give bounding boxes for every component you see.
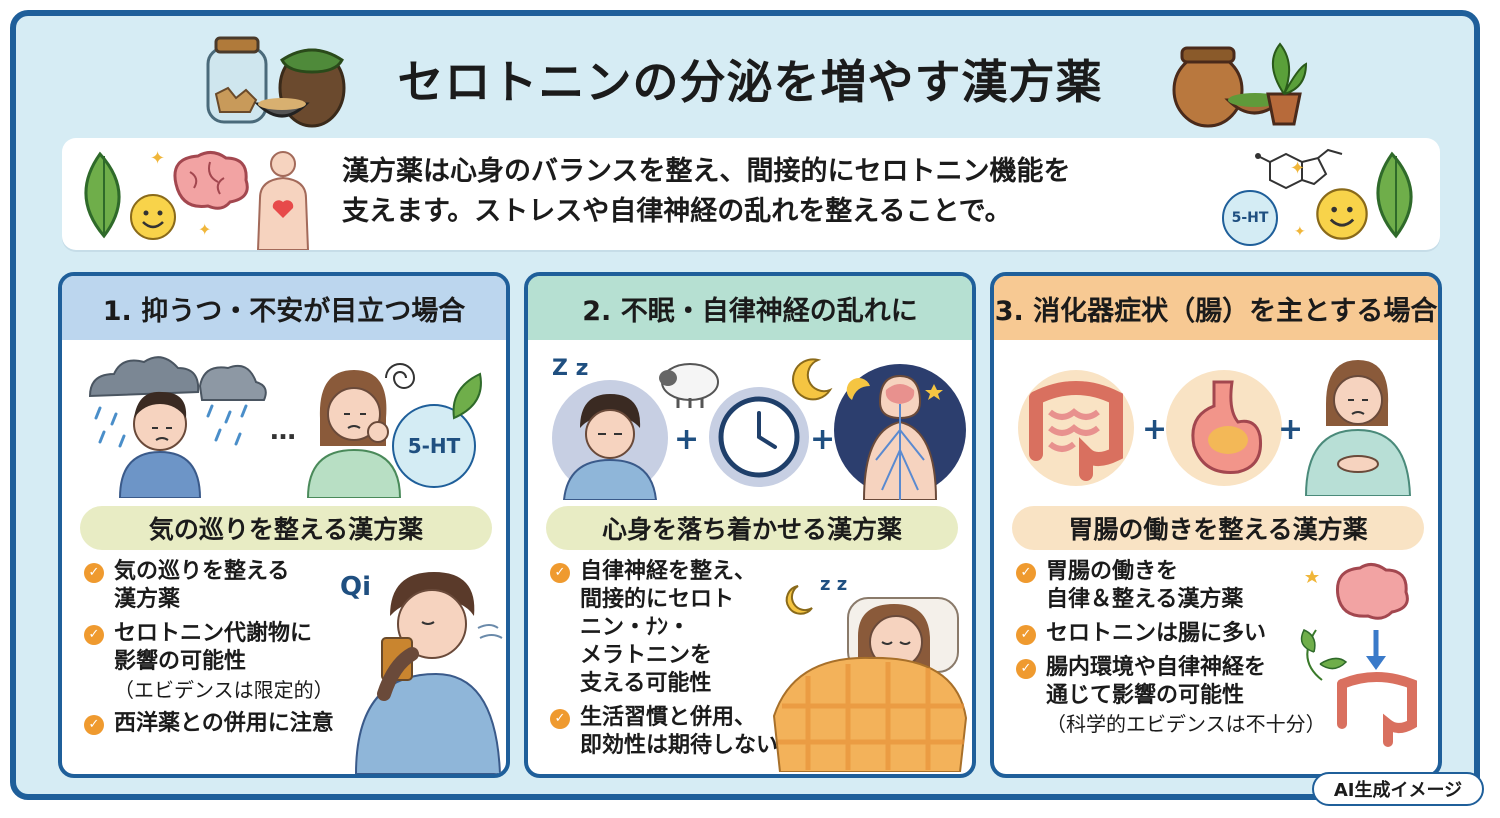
check-icon: ✓ xyxy=(1016,625,1036,645)
check-icon: ✓ xyxy=(1016,659,1036,679)
panel-depression-anxiety: 1. 抑うつ・不安が目立つ場合 … 5-HT 気の巡りを整える漢方薬 ✓ 気の巡… xyxy=(58,272,510,778)
intestine-icon xyxy=(1018,370,1134,486)
worried-woman-illustration xyxy=(306,370,402,498)
serotonin-5ht-bubble: 5-HT xyxy=(392,404,476,488)
bullet-item: ✓ 胃腸の働きを 自律＆整える漢方薬 xyxy=(1016,558,1316,614)
sparkle-icon: ✦ xyxy=(198,220,212,239)
smiley-icon xyxy=(1316,188,1368,240)
plus-icon: + xyxy=(810,422,836,457)
body-heart-icon xyxy=(256,151,310,250)
sheep-icon xyxy=(659,363,719,408)
page-title: セロトニンの分泌を増やす漢方薬 xyxy=(397,55,1103,109)
panel-insomnia-autonomic: 2. 不眠・自律神経の乱れに Z z + + 心身を落ち着かせる漢方薬 ✓ 自律… xyxy=(524,272,976,778)
plus-icon: + xyxy=(1142,412,1168,447)
sparkle-icon: ✦ xyxy=(150,148,166,169)
man-drinking-tea-illustration xyxy=(354,572,503,774)
leaf-icon xyxy=(1376,151,1413,239)
sleeping-woman-illustration xyxy=(772,585,968,772)
herb-title: 気の巡りを整える漢方薬 xyxy=(80,506,492,550)
serotonin-5ht-badge: 5-HT xyxy=(1222,190,1278,246)
qi-label: Qi xyxy=(340,572,372,602)
nervous-system-illustration xyxy=(834,364,966,500)
brain-gut-axis-illustration xyxy=(1300,563,1417,747)
herb-jars-left-icon xyxy=(206,36,346,128)
sparkle-icon: ✦ xyxy=(1294,224,1306,240)
check-icon: ✓ xyxy=(1016,563,1036,583)
stomach-icon xyxy=(1166,370,1282,486)
tired-man-illustration xyxy=(552,380,668,500)
sparkle-icon: ✦ xyxy=(1290,158,1306,179)
bullet-item: ✓ 生活習慣と併用、 即効性は期待しない xyxy=(550,704,790,760)
bullet-item: ✓ 気の巡りを整える 漢方薬 xyxy=(84,558,334,614)
intro-text: 漢方薬は心身のバランスを整え、間接的にセロトニン機能を 支えます。ストレスや自律… xyxy=(342,152,1242,232)
bullet-item: ✓ 自律神経を整え、 間接的にセロト ニン・ﾅﾝ・ メラトニンを 支える可能性 xyxy=(550,558,790,698)
clock-icon xyxy=(709,387,809,487)
bullet-item: ✓ 西洋薬との併用に注意 xyxy=(84,710,334,738)
ai-generated-badge: AI生成イメージ xyxy=(1312,772,1484,806)
panel-heading: 2. 不眠・自律神経の乱れに xyxy=(528,276,972,340)
bullet-list: ✓ 気の巡りを整える 漢方薬 ✓ セロトニン代謝物に 影響の可能性 （エビデンス… xyxy=(84,558,334,744)
stomachache-woman-illustration xyxy=(1304,360,1412,496)
bullet-item: ✓ セロトニンは腸に多い xyxy=(1016,620,1316,648)
herb-title: 胃腸の働きを整える漢方薬 xyxy=(1012,506,1424,550)
intro-box: ✦ ✦ 漢方薬は心身のバランスを整え、間接的にセロトニン機能を 支えます。ストレ… xyxy=(62,138,1440,250)
panel-digestive: 3. 消化器症状（腸）を主とする場合 + + 胃腸の働きを整える漢方薬 ✓ 胃腸… xyxy=(990,272,1442,778)
bullet-list: ✓ 胃腸の働きを 自律＆整える漢方薬 ✓ セロトニンは腸に多い ✓ 腸内環境や自… xyxy=(1016,558,1326,744)
rain-cloud-sad-person-illustration xyxy=(88,356,267,498)
plus-icon: + xyxy=(1278,412,1304,447)
panel-heading: 1. 抑うつ・不安が目立つ場合 xyxy=(62,276,506,340)
leaf-icon xyxy=(84,151,121,239)
bullet-item: ✓ セロトニン代謝物に 影響の可能性 （エビデンスは限定的） xyxy=(84,620,334,704)
check-icon: ✓ xyxy=(550,563,570,583)
bullet-list: ✓ 自律神経を整え、 間接的にセロト ニン・ﾅﾝ・ メラトニンを 支える可能性 … xyxy=(550,558,790,766)
brain-icon xyxy=(173,151,249,210)
zzz-text: z z xyxy=(820,574,848,595)
herb-title: 心身を落ち着かせる漢方薬 xyxy=(546,506,958,550)
moon-icon xyxy=(792,358,833,401)
check-icon: ✓ xyxy=(84,625,104,645)
intro-line-1: 漢方薬は心身のバランスを整え、間接的にセロトニン機能を xyxy=(342,156,1071,187)
bullet-item: ✓ 腸内環境や自律神経を 通じて影響の可能性 （科学的エビデンスは不十分） xyxy=(1016,654,1326,738)
check-icon: ✓ xyxy=(550,709,570,729)
herb-jars-right-icon xyxy=(1172,42,1308,128)
leaf-icon xyxy=(452,372,482,420)
zzz-text: Z z xyxy=(552,356,589,381)
plus-icon: + xyxy=(674,422,700,457)
smiley-icon xyxy=(130,194,176,240)
swirl-icon xyxy=(385,363,416,389)
intro-line-2: 支えます。ストレスや自律神経の乱れを整えることで。 xyxy=(342,196,1012,227)
check-icon: ✓ xyxy=(84,563,104,583)
serotonin-molecule-icon xyxy=(1255,148,1343,190)
panel-heading: 3. 消化器症状（腸）を主とする場合 xyxy=(994,276,1438,340)
check-icon: ✓ xyxy=(84,715,104,735)
ellipsis-text: … xyxy=(270,416,296,446)
